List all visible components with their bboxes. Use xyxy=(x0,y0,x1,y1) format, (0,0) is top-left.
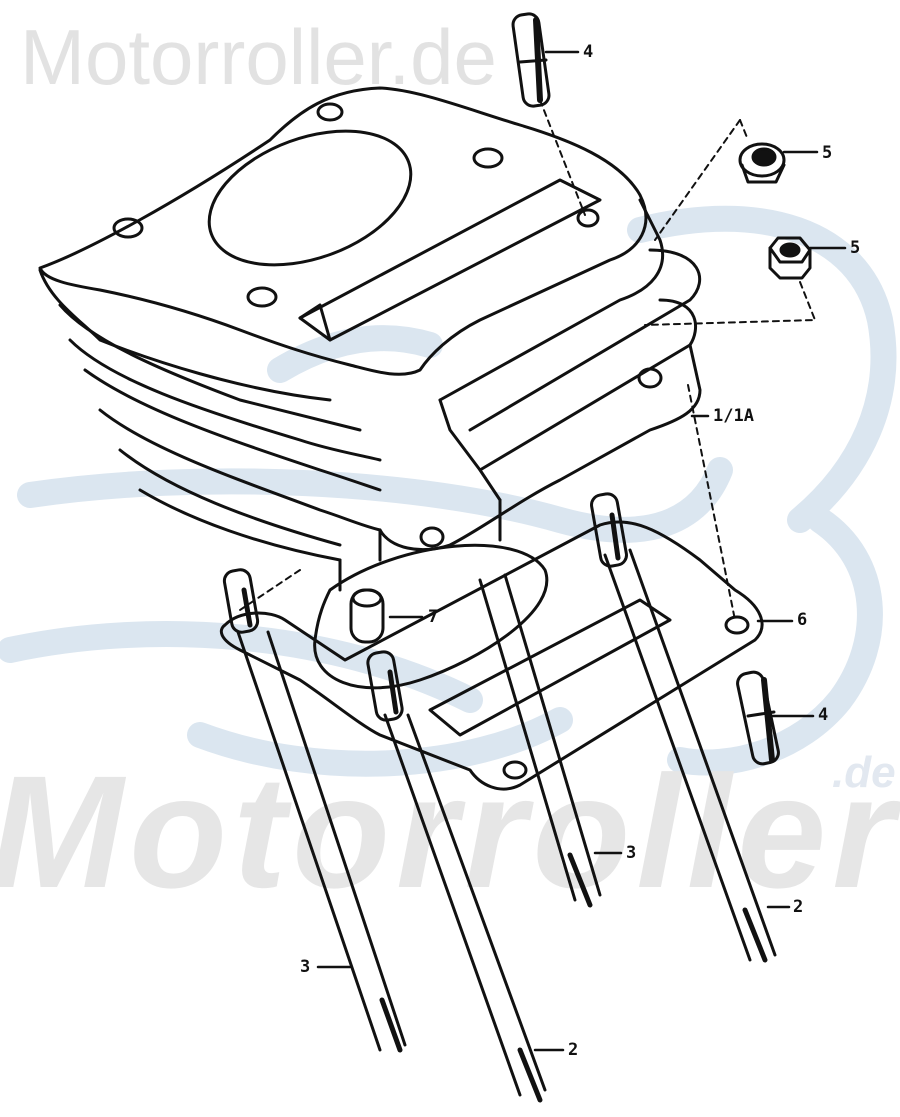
cylinder-fins xyxy=(38,198,702,592)
assembly-lines xyxy=(239,99,816,621)
cylinder-top-gasket xyxy=(38,86,648,376)
watermark-top-text: Motorroller.de xyxy=(20,13,497,101)
callout-1-1a-cylinder: 1/1A xyxy=(713,406,754,426)
dowel-pin xyxy=(349,588,385,644)
callout-4-right: 4 xyxy=(818,705,829,725)
nut-flanged xyxy=(738,142,786,184)
nut-hex xyxy=(768,236,812,280)
leader-lines xyxy=(316,50,847,1052)
callout-5-hex-nut: 5 xyxy=(850,238,861,258)
callout-3-left: 3 xyxy=(300,957,311,977)
callout-6-gasket: 6 xyxy=(797,610,808,630)
short-stud-top xyxy=(511,12,551,108)
callout-7-dowel: 7 xyxy=(428,607,439,627)
short-stud-right xyxy=(736,670,780,766)
callout-5-flanged-nut: 5 xyxy=(822,143,833,163)
long-studs xyxy=(236,548,777,1097)
stud-tops xyxy=(222,492,628,722)
base-gasket xyxy=(219,520,764,791)
stud-threads xyxy=(241,512,768,1103)
watermark-suffix: .de xyxy=(832,748,896,797)
watermark-large-text: Motorroller xyxy=(0,742,900,921)
callout-4-top: 4 xyxy=(583,42,594,62)
callout-2-right: 2 xyxy=(793,897,804,917)
callout-3-right: 3 xyxy=(626,843,637,863)
callout-2-bottom: 2 xyxy=(568,1040,579,1060)
